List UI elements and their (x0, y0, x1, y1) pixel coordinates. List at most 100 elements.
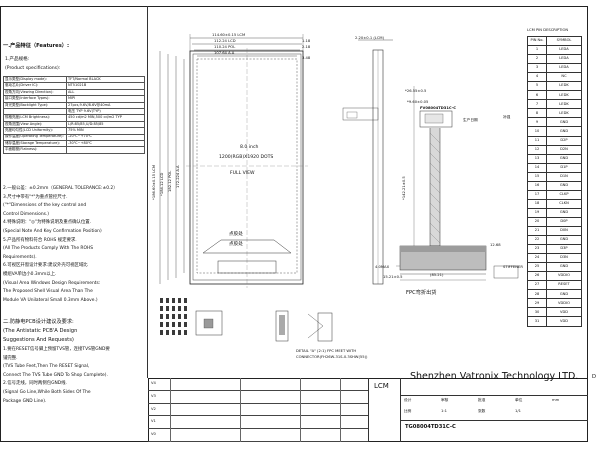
spec-heading-en: (Product specifications): (5, 66, 61, 71)
pin-symbol: LEDK (546, 108, 582, 119)
spec-row: 平面粗糙(Flatness): (3, 146, 145, 154)
dim-lcm-width: 114.60±0.15 LCM (212, 33, 246, 37)
dim-lcm-height: *186.60±0.15 LCM (152, 164, 156, 200)
pin-symbol: LEDK (546, 81, 582, 92)
fpc-dim-2: *9.60±0.05 (407, 100, 429, 104)
fpc-dim-4: 12.68 (490, 243, 501, 247)
pin-symbol: VDD (546, 307, 582, 318)
pin-symbol: GND (546, 207, 582, 218)
pin-symbol: GND (546, 289, 582, 300)
spec-heading-cn: 1.产品规格: (5, 57, 30, 62)
spec-value: 450 cd/m2 MIN,500 cd/m2 TYP (66, 114, 145, 122)
stiffener-label: 补强 (503, 115, 511, 119)
part-number: TG08004TD31C-C (405, 424, 456, 430)
title-cell: 比例 (404, 409, 412, 413)
note-line: Package GND Line). (3, 398, 47, 404)
pin-number: 15 (527, 171, 547, 182)
fpc-dim-7: (85.21) (430, 273, 444, 277)
note-line: Connect The TVS Tube GND To Shop Complet… (3, 372, 108, 378)
title-cell: mm (552, 398, 560, 402)
fpc-bent-label: FPC弯折出货 (406, 290, 437, 296)
pin-number: 16 (527, 180, 547, 191)
note-line: 铺完整. (3, 355, 18, 361)
column-divider (147, 6, 148, 378)
pin-symbol: LEDA (546, 45, 582, 56)
pin-number: 23 (527, 244, 547, 255)
pin-number: 2 (527, 54, 547, 65)
spec-value: L/R:85/85,U/D:85/85 (66, 120, 145, 129)
dim-aa-height: 172.224 A.A (176, 165, 180, 188)
pin-symbol: D2N (546, 144, 582, 155)
pin-number: 6 (527, 90, 547, 101)
lcm-outline-drawing (159, 34, 519, 342)
pin-symbol: GND (546, 180, 582, 191)
tb-divider-2 (400, 378, 401, 442)
pin-number: 8 (527, 108, 547, 119)
pin-symbol: D0N (546, 225, 582, 237)
pin-number: 27 (527, 280, 547, 291)
side-letter: D (592, 374, 596, 380)
pin-number: 4 (527, 72, 547, 83)
tb-row-line-2 (400, 420, 588, 421)
pin-symbol: LEDK (546, 99, 582, 110)
company-name: Shenzhen Vatronix Technology LTD. (410, 371, 579, 382)
note-line: 3.尺寸中带有"*"为重点管控尺寸. (3, 194, 68, 200)
resolution-label: 1200(RGB)X1920 DOTS (219, 155, 274, 160)
pin-number: 7 (527, 99, 547, 110)
note-line: Module VA Unilateral Small 0.3mm Above.) (3, 297, 98, 303)
pin-number: 3 (527, 63, 547, 74)
spec-key: 平面粗糙(Flatness): (3, 146, 67, 154)
pin-number: 29 (527, 298, 547, 309)
note-line: (Visual Area Windows Design Requirements… (3, 280, 101, 286)
note-line: ("*"Dimensions of the key control and (3, 203, 87, 209)
pin-number: 11 (527, 135, 547, 146)
dim-small-1: 1.18 (302, 39, 311, 43)
pin-col-symbol: SYMBOL (546, 35, 582, 47)
pin-symbol: D2P (546, 135, 582, 146)
pin-symbol: GND (546, 117, 582, 128)
pin-symbol: VDDIO (546, 271, 582, 282)
pin-symbol: NC (546, 72, 582, 83)
pin-number: 26 (527, 271, 547, 282)
fpc-dim-5: 4.0MAX (375, 265, 390, 269)
pin-symbol: D1N (546, 171, 582, 182)
fpc-code: FV08004TD31C-C (420, 106, 456, 110)
pin-symbol: GND (546, 126, 582, 137)
detail-text-1: DETAIL "A" (2:1) FPC MEET WITH (296, 349, 357, 353)
pin-number: 28 (527, 289, 547, 300)
fpc-dim-1: *26.55±0.5 (405, 89, 427, 93)
title-cell: 1:1 (441, 409, 447, 413)
pin-number: 24 (527, 253, 547, 264)
pin-symbol: D0P (546, 216, 582, 227)
thickness-dim: 2.20±0.1 (LCM) (355, 36, 385, 40)
fpc-dim-3: *142.21±0.5 (402, 176, 406, 200)
note-line: Requirements). (3, 254, 37, 260)
pin-number: 14 (527, 162, 547, 173)
pin-number: 22 (527, 235, 547, 246)
note-line: 5.产品所有物料符合 ROHS 规定要求. (3, 237, 77, 243)
revision-label: V0 (151, 432, 156, 437)
pin-number: 1 (527, 45, 547, 56)
spec-value: 27pcs,9.6V/8.6V@40mA (66, 101, 145, 109)
detail-text-2: CONNECTOR(FH26W-31S-0.3SHW(55)) (296, 355, 368, 359)
lcm-label: LCM (374, 382, 389, 390)
note-line: 6.可视区开窗设计要求:建议外壳可视区域比 (3, 263, 88, 269)
pin-number: 5 (527, 81, 547, 92)
pin-symbol: GND (546, 262, 582, 273)
revision-label: V2 (151, 406, 156, 411)
pin-number: 20 (527, 216, 547, 227)
dim-pol-width: 110.24 POL (214, 45, 236, 49)
pin-symbol: D1P (546, 162, 582, 173)
spec-row: 视角范围(View Angle):L/R:85/85,U/D:85/85 (3, 120, 145, 129)
